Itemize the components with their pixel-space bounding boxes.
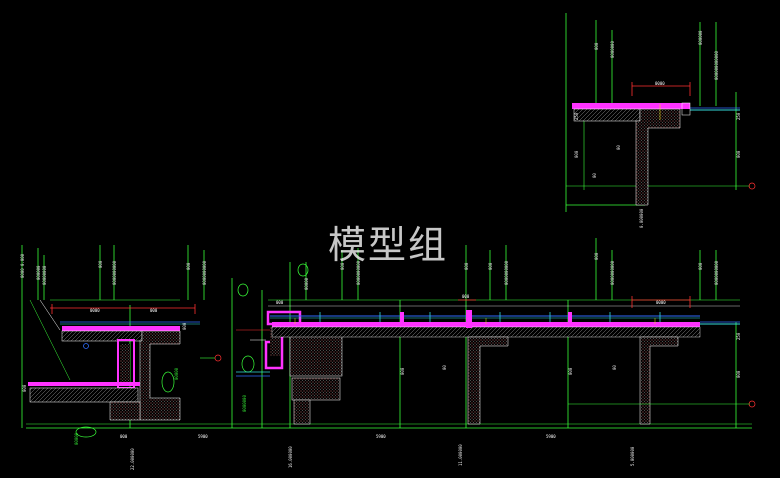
svg-text:250: 250 [574,112,579,120]
svg-text:000000: 000000 [698,30,703,45]
svg-text:00: 00 [612,365,617,370]
svg-text:000: 000 [594,42,599,50]
svg-text:16.000000: 16.000000 [288,446,293,468]
svg-text:5.000000: 5.000000 [630,446,635,466]
top-right-section: 0000 000 0000000 000000 000000000000 250… [565,13,756,228]
dim-2: 5900 [376,434,386,439]
svg-text:000: 000 [98,260,103,268]
svg-text:000: 000 [276,300,284,305]
svg-text:0000000000: 0000000000 [356,260,361,285]
svg-text:000000: 000000 [36,265,41,280]
svg-text:000: 000 [736,370,741,378]
svg-text:0000000: 0000000 [610,41,615,58]
svg-text:000000000000: 000000000000 [714,51,719,80]
svg-text:00000: 00000 [74,432,79,445]
svg-text:000: 000 [182,322,187,330]
svg-text:00000: 00000 [174,367,179,380]
svg-text:000: 000 [488,262,493,270]
svg-text:000: 000 [150,308,158,313]
svg-text:000: 000 [736,150,741,158]
svg-text:0000 0.000: 0000 0.000 [20,253,25,278]
svg-text:0000000000: 0000000000 [504,260,509,285]
bottom-section: 0000 000 [20,238,756,470]
svg-text:250: 250 [736,332,741,340]
svg-text:000: 000 [340,262,345,270]
svg-text:00: 00 [616,145,621,150]
svg-text:000: 000 [698,262,703,270]
svg-text:0000000: 0000000 [242,395,247,412]
svg-text:0000000000: 0000000000 [202,260,207,285]
svg-text:00000000: 00000000 [42,265,47,285]
svg-text:0000000000: 0000000000 [112,260,117,285]
dim-3: 5900 [546,434,556,439]
svg-text:000: 000 [120,434,128,439]
svg-text:22.000000: 22.000000 [130,448,135,470]
svg-text:0000: 0000 [655,81,665,86]
svg-text:00000: 00000 [304,277,309,290]
svg-text:000: 000 [186,262,191,270]
svg-text:000: 000 [574,150,579,158]
svg-text:000: 000 [22,384,27,392]
svg-text:000: 000 [400,367,405,375]
svg-text:11.000000: 11.000000 [458,444,463,466]
svg-text:0000: 0000 [90,308,100,313]
svg-text:0000: 0000 [656,300,666,305]
svg-text:000: 000 [464,262,469,270]
svg-text:0.000000: 0.000000 [639,208,644,228]
svg-text:00: 00 [442,365,447,370]
svg-text:000: 000 [594,252,599,260]
svg-text:000: 000 [568,367,573,375]
svg-text:0000000000: 0000000000 [714,260,719,285]
svg-text:00: 00 [592,173,597,178]
dim-1: 5900 [198,434,208,439]
svg-text:250: 250 [736,112,741,120]
svg-text:000: 000 [462,294,470,299]
svg-text:0000000000: 0000000000 [610,260,615,285]
